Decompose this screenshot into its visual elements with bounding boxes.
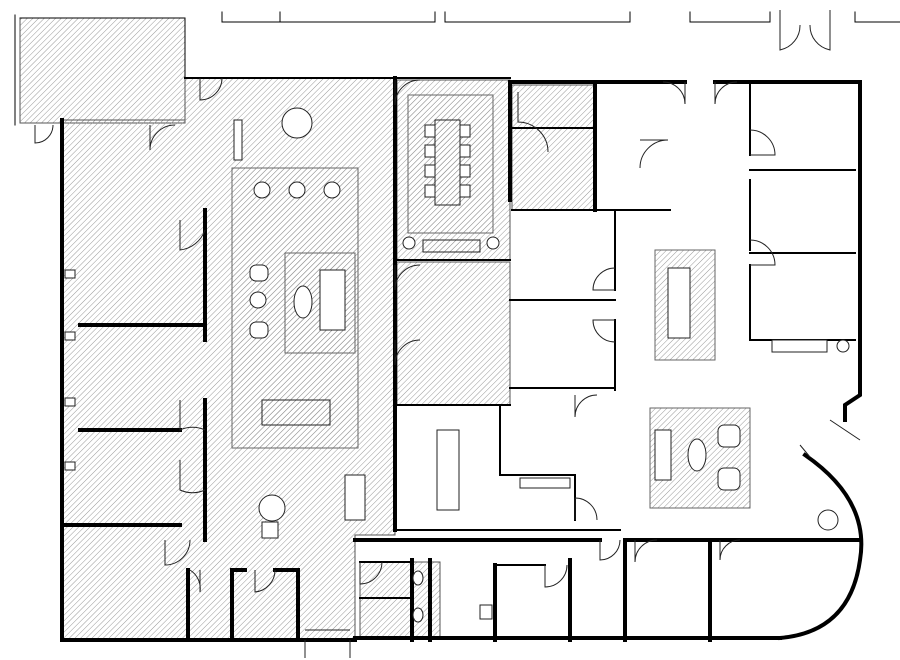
- door-swing-icon: [394, 264, 421, 366]
- round-table: [281, 107, 313, 139]
- credenza: [422, 239, 481, 253]
- restroom-walls: [359, 561, 546, 599]
- round-table: [323, 181, 341, 199]
- door-swing-icon: [34, 124, 176, 151]
- meeting-table: [667, 267, 691, 339]
- door-swing-icon: [394, 79, 421, 106]
- column: [64, 269, 76, 279]
- door-swing-icon: [164, 539, 276, 593]
- door-swing-icon: [179, 220, 206, 494]
- interior-walls-vertical: [393, 76, 597, 532]
- toilet-icon: [412, 607, 424, 623]
- coffee-table: [687, 438, 707, 472]
- door-swing-icon: [574, 394, 598, 521]
- window-1: [221, 11, 436, 23]
- left-office-walls: [60, 208, 207, 542]
- door-swing-icon: [592, 267, 616, 343]
- doors: [34, 10, 861, 658]
- chair-icon: [717, 467, 741, 491]
- window-4: [854, 11, 900, 23]
- desk: [344, 474, 366, 521]
- closet-walls: [186, 568, 300, 642]
- door-swing-icon: [779, 10, 861, 458]
- chair-icon: [249, 264, 269, 282]
- round-table: [258, 494, 286, 522]
- meeting-table: [436, 429, 460, 511]
- exterior-wall-left: [60, 118, 357, 642]
- bottom-room-walls: [353, 538, 862, 642]
- copy-room-walls: [499, 404, 576, 521]
- storage-room: [511, 84, 596, 211]
- restroom-area: [359, 561, 441, 638]
- coffee-table: [293, 285, 313, 319]
- window-3: [689, 11, 771, 23]
- round-table: [253, 181, 271, 199]
- furniture: [64, 107, 850, 623]
- plant-icon: [402, 236, 416, 250]
- door-swing-icon: [662, 81, 738, 105]
- plant-icon: [486, 236, 500, 250]
- door-swing-icon: [599, 539, 741, 563]
- annex-wall: [14, 14, 186, 126]
- interior-walls-mid: [396, 127, 671, 531]
- work-table: [261, 399, 331, 426]
- side-table: [249, 291, 267, 309]
- sofa-icon: [654, 429, 672, 481]
- sofa-icon: [319, 269, 346, 331]
- door-swing-icon: [749, 129, 776, 266]
- door-swing-icon: [639, 139, 669, 169]
- door-swing-icon: [199, 77, 223, 101]
- column: [64, 331, 76, 341]
- curved-wall: [777, 452, 864, 641]
- chair-icon: [424, 124, 471, 198]
- chair-icon: [249, 321, 269, 339]
- sink-icon: [479, 604, 493, 620]
- walls: [60, 76, 864, 642]
- column: [64, 397, 76, 407]
- window-2: [444, 11, 631, 23]
- plant-icon: [836, 339, 850, 353]
- office-rooms: [396, 261, 511, 406]
- windows: [14, 11, 900, 126]
- door-swing-icon: [517, 92, 549, 153]
- chair-icon: [261, 521, 279, 539]
- door-swing-icon: [359, 561, 568, 588]
- private-offices-walls: [749, 84, 856, 341]
- conference-table: [434, 119, 461, 206]
- round-table: [288, 181, 306, 199]
- chair-icon: [717, 424, 741, 448]
- entry-door: [304, 629, 351, 658]
- column: [64, 461, 76, 471]
- annex-room: [19, 17, 186, 124]
- plant-icon: [817, 509, 839, 531]
- exterior-wall-right: [508, 80, 862, 422]
- counter: [519, 477, 571, 489]
- credenza: [771, 339, 828, 353]
- toilet-icon: [412, 570, 424, 586]
- cabinet: [233, 119, 243, 161]
